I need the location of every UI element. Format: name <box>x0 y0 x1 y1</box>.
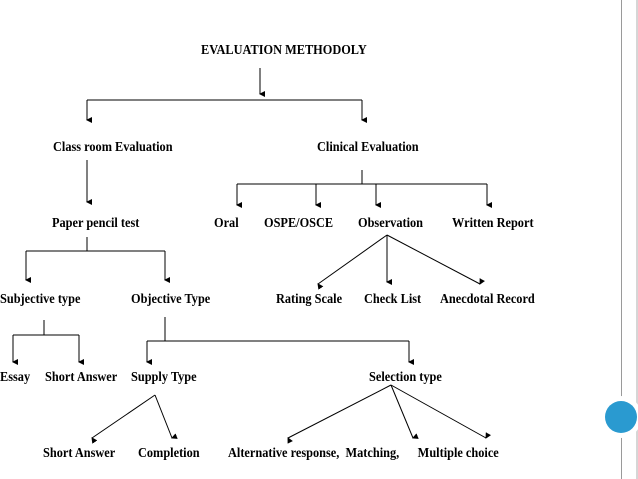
node-ospe-osce: OSPE/OSCE <box>264 216 334 231</box>
slide-right-rail <box>621 0 622 479</box>
node-check-list: Check List <box>364 292 422 307</box>
node-written-report: Written Report <box>452 216 534 231</box>
node-anecdotal-record: Anecdotal Record <box>440 292 535 307</box>
connector-to-anecdotal <box>386 234 485 285</box>
connector-to-completion <box>154 394 178 439</box>
node-subjective-type: Subjective type <box>0 292 81 307</box>
node-rating-scale: Rating Scale <box>276 292 343 307</box>
node-clinical-evaluation: Clinical Evaluation <box>317 140 419 155</box>
node-classroom-evaluation: Class room Evaluation <box>53 140 173 155</box>
node-selection-type: Selection type <box>369 370 442 385</box>
connector-to-rating <box>317 234 388 290</box>
slide-left-margin <box>0 0 8 479</box>
slide-accent-dot <box>605 401 637 433</box>
node-observation: Observation <box>358 216 424 231</box>
node-short-answer-supply: Short Answer <box>43 446 116 461</box>
node-paper-pencil-test: Paper pencil test <box>52 216 140 231</box>
connector-to-matching <box>390 384 419 439</box>
connector-to-alternative <box>287 384 392 444</box>
slide-right-edge <box>636 0 638 479</box>
node-supply-type: Supply Type <box>131 370 197 385</box>
connector-to-shortanswer2 <box>91 394 156 444</box>
node-short-answer: Short Answer <box>45 370 118 385</box>
node-essay: Essay <box>0 370 31 385</box>
node-oral: Oral <box>214 216 239 231</box>
connector-to-multiple <box>390 384 492 439</box>
node-objective-type: Objective Type <box>131 292 211 307</box>
node-completion: Completion <box>138 446 200 461</box>
node-selection-items: Alternative response, Matching, Multiple… <box>228 446 499 461</box>
diagram-title: EVALUATION METHODOLY <box>201 43 367 58</box>
